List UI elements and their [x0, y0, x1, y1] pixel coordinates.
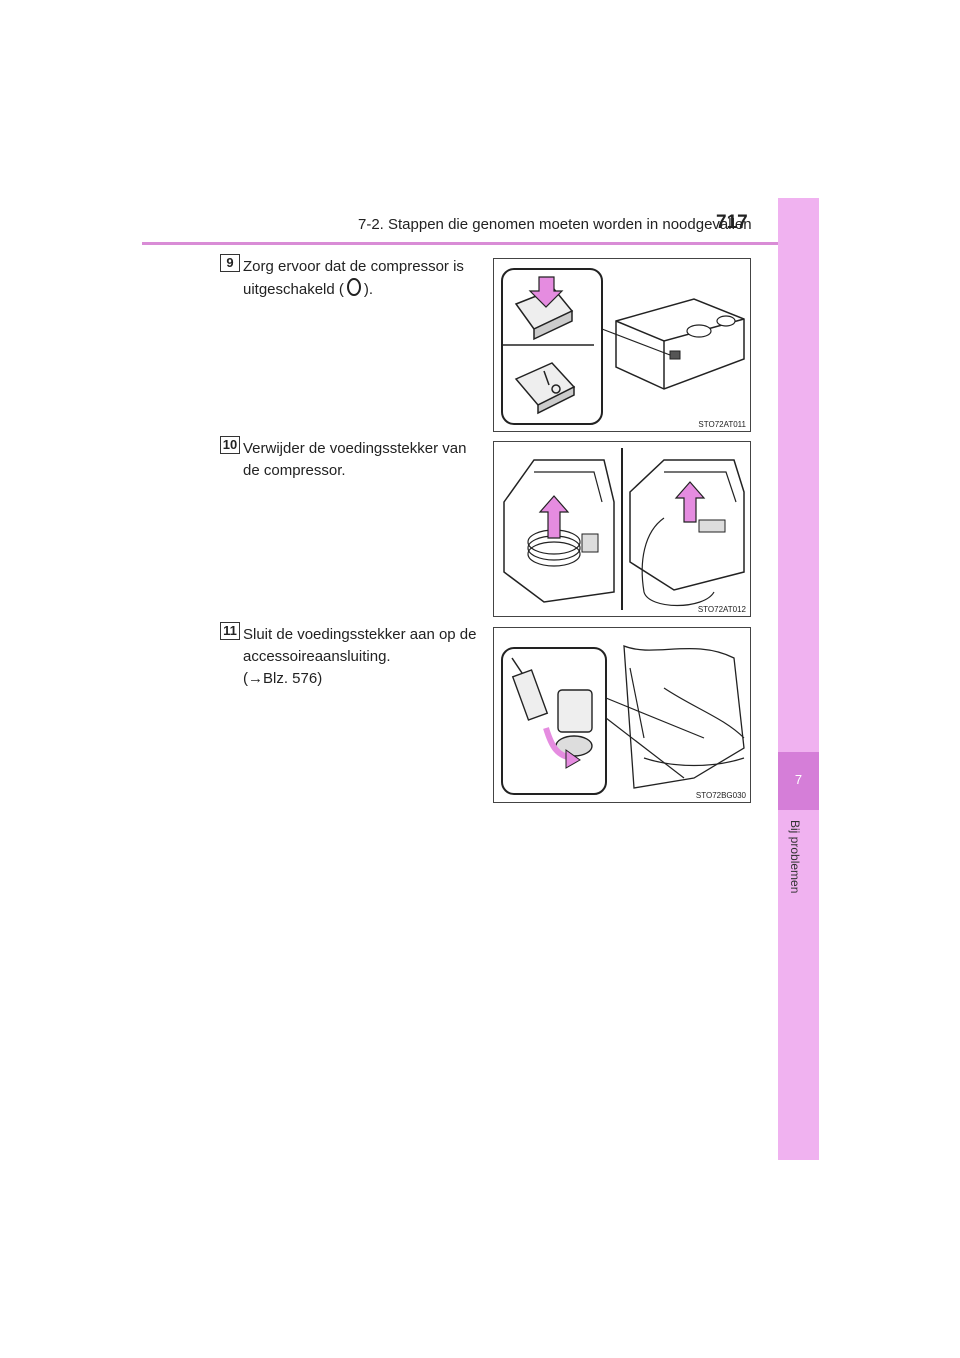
illustration-unplug-compressor: STO72AT012	[493, 441, 751, 617]
step-badge: 10	[220, 436, 240, 454]
step-text-reference: (→Blz. 576)	[243, 670, 323, 687]
unplug-compressor-drawing	[503, 448, 745, 610]
step-text: Sluit de voedingsstekker aan op de acces…	[243, 624, 478, 690]
off-symbol-icon	[346, 278, 361, 296]
illustration-code: STO72AT012	[697, 605, 746, 614]
step-text-part: ).	[363, 281, 374, 298]
illustration-code: STO72BG030	[695, 791, 746, 800]
step-text: Zorg ervoor dat de compressor is uitgesc…	[243, 256, 478, 301]
chapter-title: Bij problemen	[788, 820, 802, 894]
header-divider	[142, 242, 818, 245]
page-number: 717	[716, 212, 748, 233]
chapter-marker: 7	[778, 752, 819, 810]
step-badge: 11	[220, 622, 240, 640]
illustration-compressor-switch: STO72AT011	[493, 258, 751, 432]
illustration-accessory-socket: STO72BG030	[493, 627, 751, 803]
illustration-code: STO72AT011	[698, 420, 746, 429]
compressor-switch-drawing	[501, 268, 745, 425]
step-badge: 9	[220, 254, 240, 272]
accessory-socket-drawing	[501, 645, 745, 795]
chapter-number: 7	[794, 772, 803, 787]
step-text-line: Sluit de voedingsstekker aan op de acces…	[243, 626, 477, 665]
step-text: Verwijder de voedingsstekker van de comp…	[243, 440, 467, 479]
chapter-sidebar-tab	[778, 198, 819, 1160]
section-title: 7-2. Stappen die genomen moeten worden i…	[358, 216, 752, 233]
step-text-part: Zorg ervoor dat de compressor is uitgesc…	[243, 258, 464, 298]
